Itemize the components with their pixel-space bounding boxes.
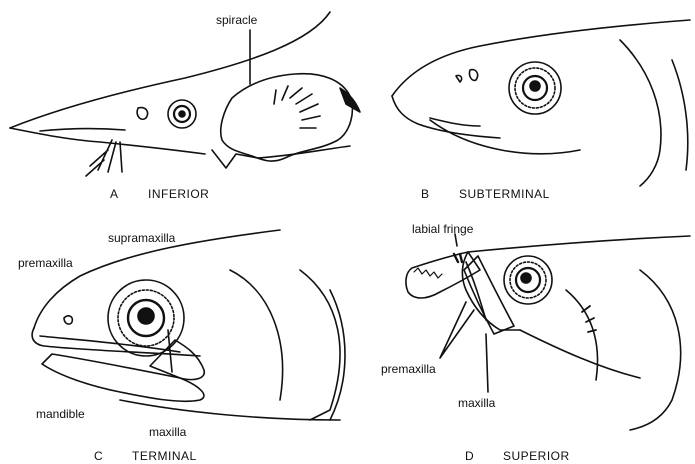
panel-a-illustration — [10, 12, 360, 176]
panel-a-nostril — [137, 108, 147, 120]
label-maxilla-c: maxilla — [149, 425, 186, 439]
panel-b-nostril — [456, 70, 478, 82]
panel-b-eye-pupil — [530, 81, 540, 91]
panel-c-body-lower — [120, 400, 340, 420]
panel-c-premaxilla — [40, 336, 180, 352]
caption-letter-b: B — [421, 187, 459, 201]
label-premaxilla-c: premaxilla — [18, 256, 73, 270]
panel-a-mouth-line — [40, 129, 125, 131]
panel-b-snout-underside — [392, 96, 500, 138]
label-labial-fringe: labial fringe — [412, 222, 473, 236]
label-supramaxilla: supramaxilla — [108, 231, 175, 245]
panel-b-head-outline — [392, 20, 690, 96]
panel-c-eye-pupil — [138, 308, 154, 324]
panel-d-premaxilla-bone — [466, 262, 486, 320]
label-premaxilla-d: premaxilla — [381, 362, 436, 376]
panel-b-gill-arc-2 — [672, 60, 688, 170]
label-spiracle: spiracle — [216, 13, 257, 27]
panel-b-gill-arc — [620, 40, 661, 186]
panel-d-dorsal-outline — [468, 236, 690, 252]
caption-text-c: TERMINAL — [132, 449, 197, 463]
panel-b-cheek — [430, 120, 580, 154]
panel-b-illustration — [392, 20, 690, 186]
panel-d-opercle — [630, 270, 681, 430]
panel-d-eye-pupil — [521, 273, 531, 283]
panel-d-jaw-teeth — [414, 268, 442, 278]
panel-d-fringe-marks — [454, 254, 462, 262]
panel-a-dorsal-outline — [10, 12, 330, 128]
panel-c-nostril — [64, 316, 72, 324]
caption-text-d: SUPERIOR — [503, 449, 570, 463]
panel-d-upper-jaw — [406, 252, 480, 298]
panel-a-barbels — [86, 140, 122, 176]
caption-text-b: SUBTERMINAL — [459, 187, 550, 201]
panel-d-maxilla-pointer — [486, 334, 488, 392]
panel-a-pectoral-fin — [340, 88, 360, 112]
panel-c-opercle — [300, 270, 340, 420]
label-mandible: mandible — [36, 407, 85, 421]
caption-text-a: INFERIOR — [148, 187, 209, 201]
panel-c-mandible — [42, 354, 204, 401]
panel-d-preopercle — [566, 290, 598, 380]
caption-letter-a: A — [110, 187, 148, 201]
panel-d-cheek-line — [520, 330, 640, 378]
panel-a-eye-pupil — [179, 111, 185, 117]
panel-d-premaxilla-pointers — [440, 302, 474, 358]
caption-letter-d: D — [465, 449, 503, 463]
panel-a-opercle-rays — [274, 86, 320, 128]
panel-c-illustration — [32, 230, 345, 420]
panel-c-preopercle — [230, 270, 283, 400]
caption-letter-c: C — [94, 449, 132, 463]
label-maxilla-d: maxilla — [458, 396, 495, 410]
panel-d-illustration — [406, 234, 690, 430]
